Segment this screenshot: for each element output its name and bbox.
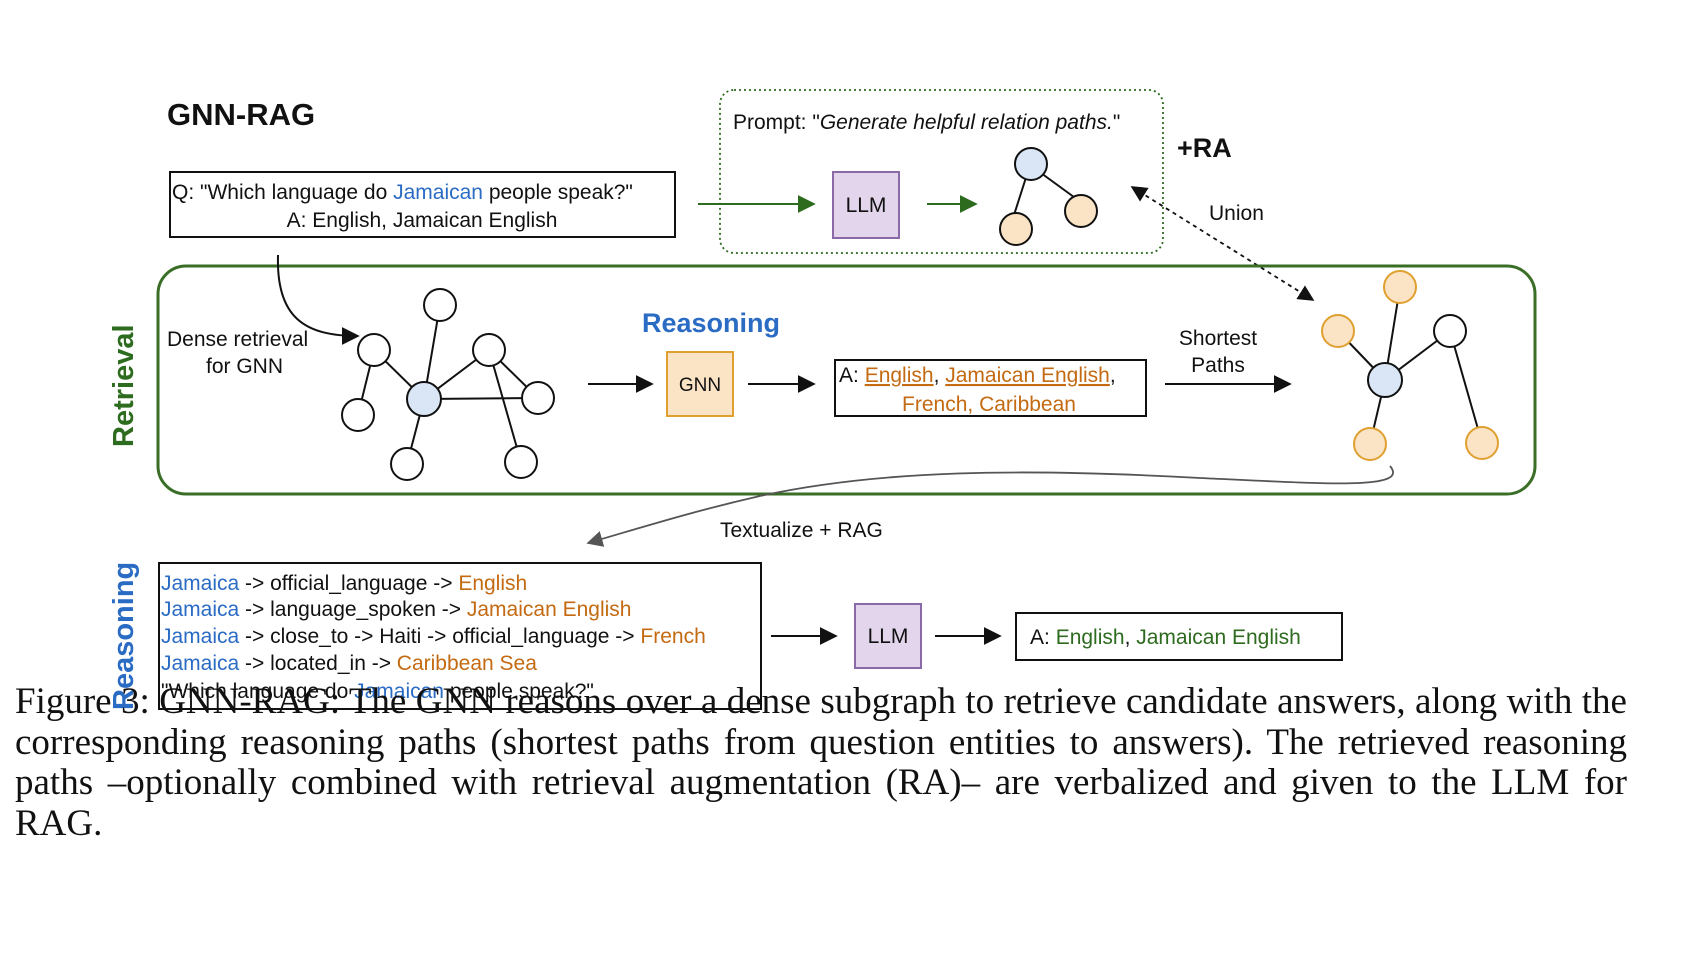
path-answer: English bbox=[458, 572, 527, 595]
reasoning-path-subgraph bbox=[1321, 270, 1499, 461]
candidates-box bbox=[834, 359, 1147, 417]
relation-path-tree bbox=[999, 147, 1098, 246]
question-text: Q: "Which language do Jamaican people sp… bbox=[172, 181, 633, 204]
final-answer-sep: , bbox=[1125, 626, 1137, 649]
textualize-arrow bbox=[586, 465, 1394, 547]
path-answer-node bbox=[1465, 426, 1499, 460]
candidate-jamaican-english: Jamaican English bbox=[945, 364, 1110, 387]
ra-label: +RA bbox=[1177, 133, 1232, 163]
candidates-prefix: A: bbox=[839, 364, 865, 387]
subgraph-node bbox=[341, 398, 375, 432]
bottom-llm-box bbox=[854, 603, 922, 669]
prompt-text: Prompt: "Generate helpful relation paths… bbox=[733, 111, 1120, 134]
shortest-paths-line-2: Paths bbox=[1191, 354, 1245, 377]
path-line-4: Jamaica -> located_in -> Caribbean Sea bbox=[161, 652, 537, 675]
path-relation: -> official_language -> bbox=[239, 572, 458, 595]
dense-retrieval-line-2: for GNN bbox=[206, 355, 283, 378]
caption-method: GNN-RAG bbox=[159, 681, 330, 722]
union-label: Union bbox=[1209, 202, 1264, 225]
path-relation: -> language_spoken -> bbox=[239, 598, 467, 621]
tree-left-node bbox=[999, 212, 1033, 246]
prompt-box bbox=[719, 89, 1164, 254]
path-line-3: Jamaica -> close_to -> Haiti -> official… bbox=[161, 625, 706, 648]
subgraph-question-node bbox=[406, 381, 442, 417]
path-line-2: Jamaica -> language_spoken -> Jamaican E… bbox=[161, 598, 631, 621]
candidate-caribbean: Caribbean bbox=[979, 393, 1076, 416]
path-relation: -> located_in -> bbox=[239, 652, 397, 675]
path-question-line: "Which language do Jamaican people speak… bbox=[161, 680, 594, 703]
final-answer-english: English bbox=[1056, 626, 1125, 649]
prompt-instruction: Generate helpful relation paths. bbox=[820, 111, 1113, 134]
final-question-prefix: "Which language do bbox=[161, 680, 354, 703]
path-relation: -> close_to -> Haiti -> official_languag… bbox=[239, 625, 640, 648]
final-answer-jamaican-english: Jamaican English bbox=[1136, 626, 1301, 649]
dense-subgraph bbox=[341, 288, 555, 481]
dense-retrieval-line-1: Dense retrieval bbox=[167, 328, 308, 351]
path-answer-node bbox=[1321, 314, 1355, 348]
subgraph-node bbox=[357, 333, 391, 367]
gnn-box bbox=[666, 351, 734, 417]
path-node bbox=[1433, 314, 1467, 348]
top-llm-label: LLM bbox=[846, 194, 887, 217]
question-to-graph-arrow bbox=[276, 254, 360, 345]
gnn-label: GNN bbox=[679, 375, 721, 396]
prompt-suffix: " bbox=[1113, 111, 1120, 134]
retrieval-side-label: Retrieval bbox=[108, 324, 140, 447]
shortest-paths-line-1: Shortest bbox=[1179, 327, 1257, 350]
path-line-1: Jamaica -> official_language -> English bbox=[161, 572, 527, 595]
path-answer-node bbox=[1353, 427, 1387, 461]
final-question-entity: Jamaican bbox=[354, 680, 444, 703]
path-question-node bbox=[1367, 362, 1403, 398]
top-llm-box bbox=[832, 171, 900, 239]
question-suffix: people speak?" bbox=[483, 181, 633, 204]
tree-root-node bbox=[1014, 147, 1048, 181]
subgraph-node bbox=[521, 381, 555, 415]
verbalized-paths-box bbox=[158, 562, 762, 710]
union-arrow bbox=[1130, 186, 1315, 301]
candidate-sep: , bbox=[1110, 364, 1116, 387]
caption-label: Figure 3: bbox=[15, 681, 160, 722]
candidates-line-2: French, Caribbean bbox=[902, 393, 1076, 416]
path-entity: Jamaica bbox=[161, 598, 240, 621]
caption-text: : The GNN reasons over a dense subgraph … bbox=[15, 681, 1627, 844]
path-entity: Jamaica bbox=[161, 625, 240, 648]
path-answer: French bbox=[640, 625, 705, 648]
question-box bbox=[169, 171, 676, 238]
textualize-label: Textualize + RAG bbox=[720, 519, 883, 542]
figure-caption: Figure 3: GNN-RAG: The GNN reasons over … bbox=[15, 681, 1627, 844]
bottom-llm-label: LLM bbox=[868, 625, 909, 648]
question-prefix: Q: "Which language do bbox=[172, 181, 393, 204]
candidate-french: French bbox=[902, 393, 967, 416]
question-entity: Jamaican bbox=[393, 181, 483, 204]
diagram-title: GNN-RAG bbox=[167, 97, 315, 132]
subgraph-node bbox=[423, 288, 457, 322]
final-answer-box bbox=[1015, 612, 1343, 661]
subgraph-node bbox=[472, 333, 506, 367]
path-answer-node bbox=[1383, 270, 1417, 304]
path-answer: Jamaican English bbox=[467, 598, 632, 621]
final-answer-prefix: A: bbox=[1030, 626, 1056, 649]
final-question-suffix: people speak?" bbox=[444, 680, 594, 703]
prompt-prefix: Prompt: " bbox=[733, 111, 820, 134]
path-entity: Jamaica bbox=[161, 652, 240, 675]
subgraph-node bbox=[504, 445, 538, 479]
path-answer: Caribbean Sea bbox=[397, 652, 537, 675]
tree-right-node bbox=[1064, 194, 1098, 228]
candidate-english: English bbox=[865, 364, 934, 387]
path-entity: Jamaica bbox=[161, 572, 240, 595]
final-answer-text: A: English, Jamaican English bbox=[1030, 626, 1301, 649]
reasoning-title: Reasoning bbox=[642, 308, 780, 338]
candidate-sep: , bbox=[967, 393, 979, 416]
reasoning-side-label: Reasoning bbox=[108, 562, 140, 710]
subgraph-node bbox=[390, 447, 424, 481]
retrieval-frame bbox=[156, 264, 1537, 496]
question-answer: A: English, Jamaican English bbox=[287, 209, 558, 232]
candidates-line-1: A: English, Jamaican English, bbox=[839, 364, 1116, 387]
candidate-sep: , bbox=[934, 364, 946, 387]
